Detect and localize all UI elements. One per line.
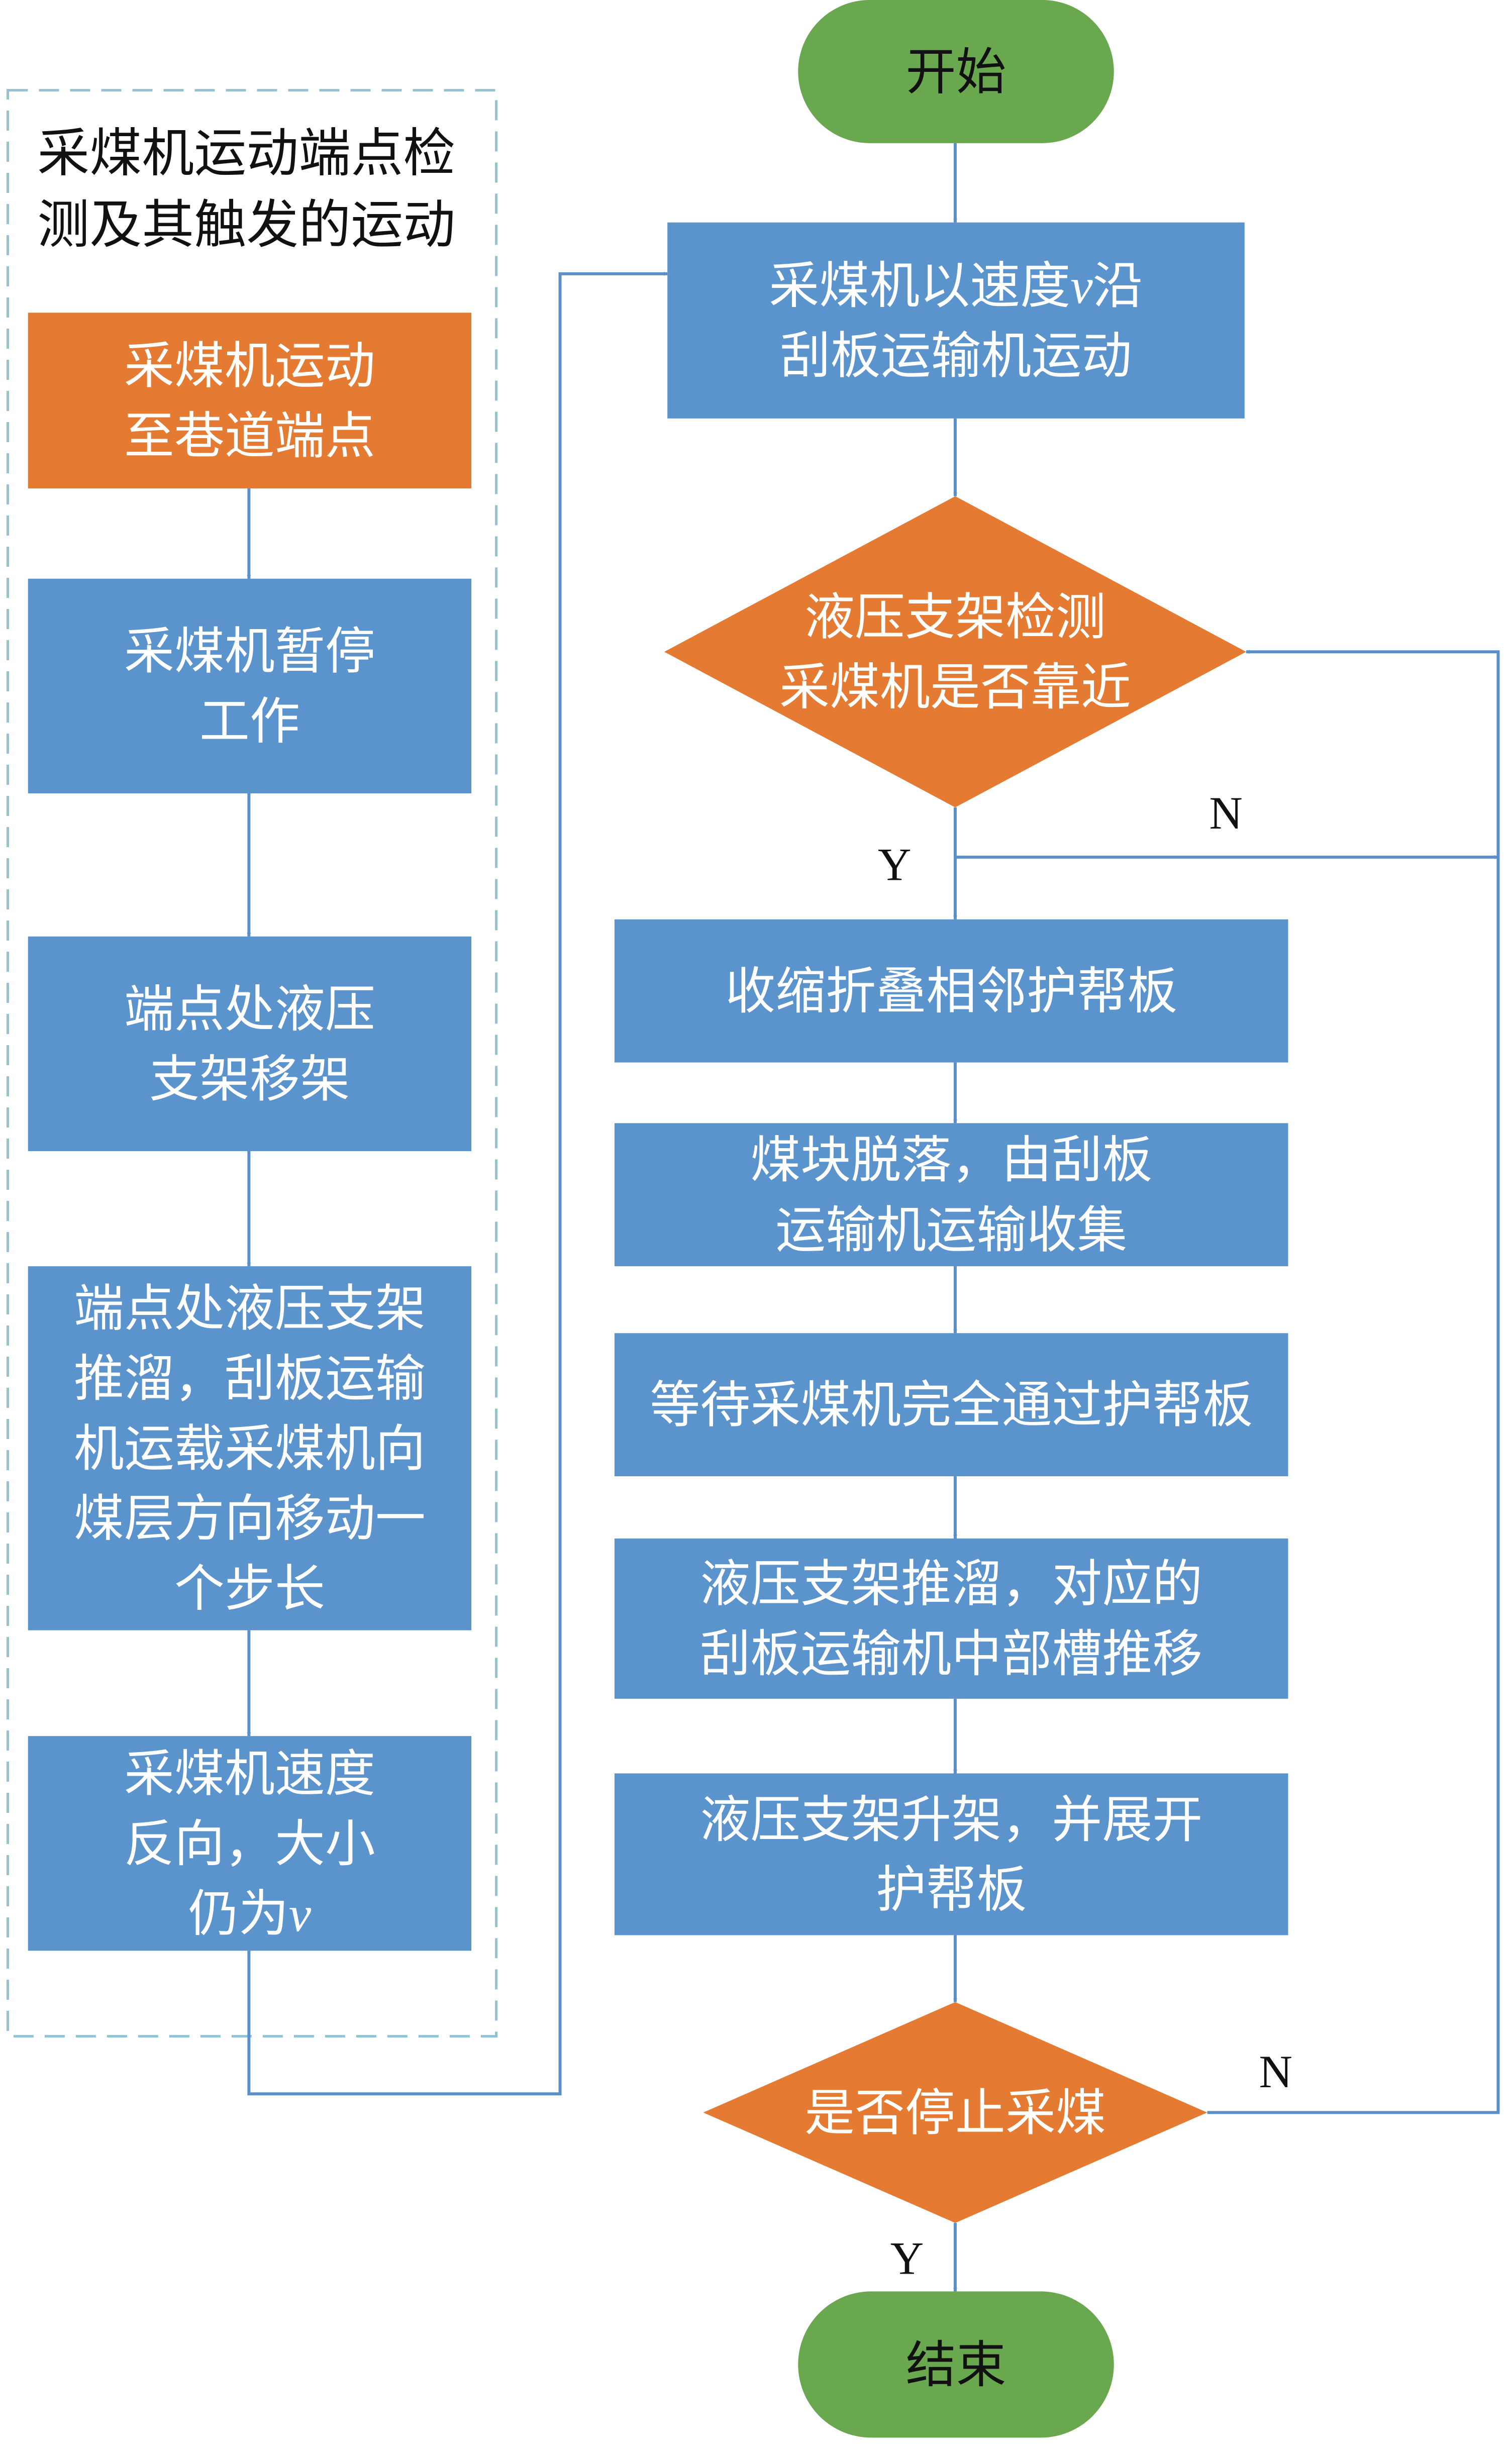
step-raise-support-open-plates-label: 液压支架升架，并展开护帮板	[700, 1790, 1202, 1919]
label-yes-stop: Y	[890, 2232, 924, 2284]
end-terminal-label: 结束	[905, 2335, 1006, 2394]
left-step-push-conveyor-label: 端点处液压支架推溜，刮板运输机运载采煤机向煤层方向移动一个步长	[74, 1279, 426, 1618]
step-move-along-conveyor	[667, 222, 1245, 419]
decision-shearer-near	[664, 496, 1246, 807]
step-push-chute	[614, 1538, 1288, 1699]
decision-stop-mining-label: 是否停止采煤	[804, 2083, 1106, 2142]
left-group-title: 采煤机运动端点检测及其触发的运动	[37, 123, 455, 255]
label-no-near: N	[1209, 787, 1242, 839]
step-coal-falls-collected-label: 煤块脱落，由刮板运输机运输收集	[750, 1131, 1152, 1259]
decision-stop-mining	[703, 2002, 1207, 2223]
left-step-pause-label: 采煤机暂停工作	[124, 622, 375, 751]
step-move-along-conveyor-label: 采煤机以速度v沿刮板运输机运动	[769, 256, 1143, 385]
arrow-left-to-main	[247, 271, 668, 2096]
step-coal-falls-collected	[614, 1123, 1288, 1267]
label-yes-near: Y	[878, 839, 911, 890]
step-raise-support-open-plates	[614, 1773, 1288, 1935]
left-step-reach-endpoint	[28, 313, 472, 489]
left-step-move-support	[28, 936, 472, 1152]
label-no-stop: N	[1259, 2046, 1292, 2097]
step-wait-shearer-pass-label: 等待采煤机完全通过护帮板	[650, 1376, 1253, 1435]
left-step-push-conveyor	[28, 1266, 472, 1630]
decision-shearer-near-label: 液压支架检测采煤机是否靠近	[779, 588, 1131, 717]
arrow-stop-no-loop	[1207, 650, 1500, 2114]
step-push-chute-label: 液压支架推溜，对应的刮板运输机中部槽推移	[700, 1555, 1202, 1683]
start-terminal-label: 开始	[905, 42, 1006, 101]
left-step-move-support-label: 端点处液压支架移架	[124, 980, 375, 1108]
left-step-reverse-speed-label: 采煤机速度反向，大小仍为v	[124, 1744, 375, 1943]
left-step-reach-endpoint-label: 采煤机运动至巷道端点	[124, 337, 375, 465]
end-terminal	[798, 2291, 1114, 2438]
start-terminal	[798, 0, 1114, 143]
step-wait-shearer-pass	[614, 1333, 1288, 1477]
left-step-pause	[28, 578, 472, 793]
left-step-reverse-speed	[28, 1736, 472, 1951]
step-retract-guard-plates-label: 收缩折叠相邻护帮板	[725, 962, 1177, 1020]
step-retract-guard-plates	[614, 919, 1288, 1063]
left-group-border	[6, 89, 498, 2038]
